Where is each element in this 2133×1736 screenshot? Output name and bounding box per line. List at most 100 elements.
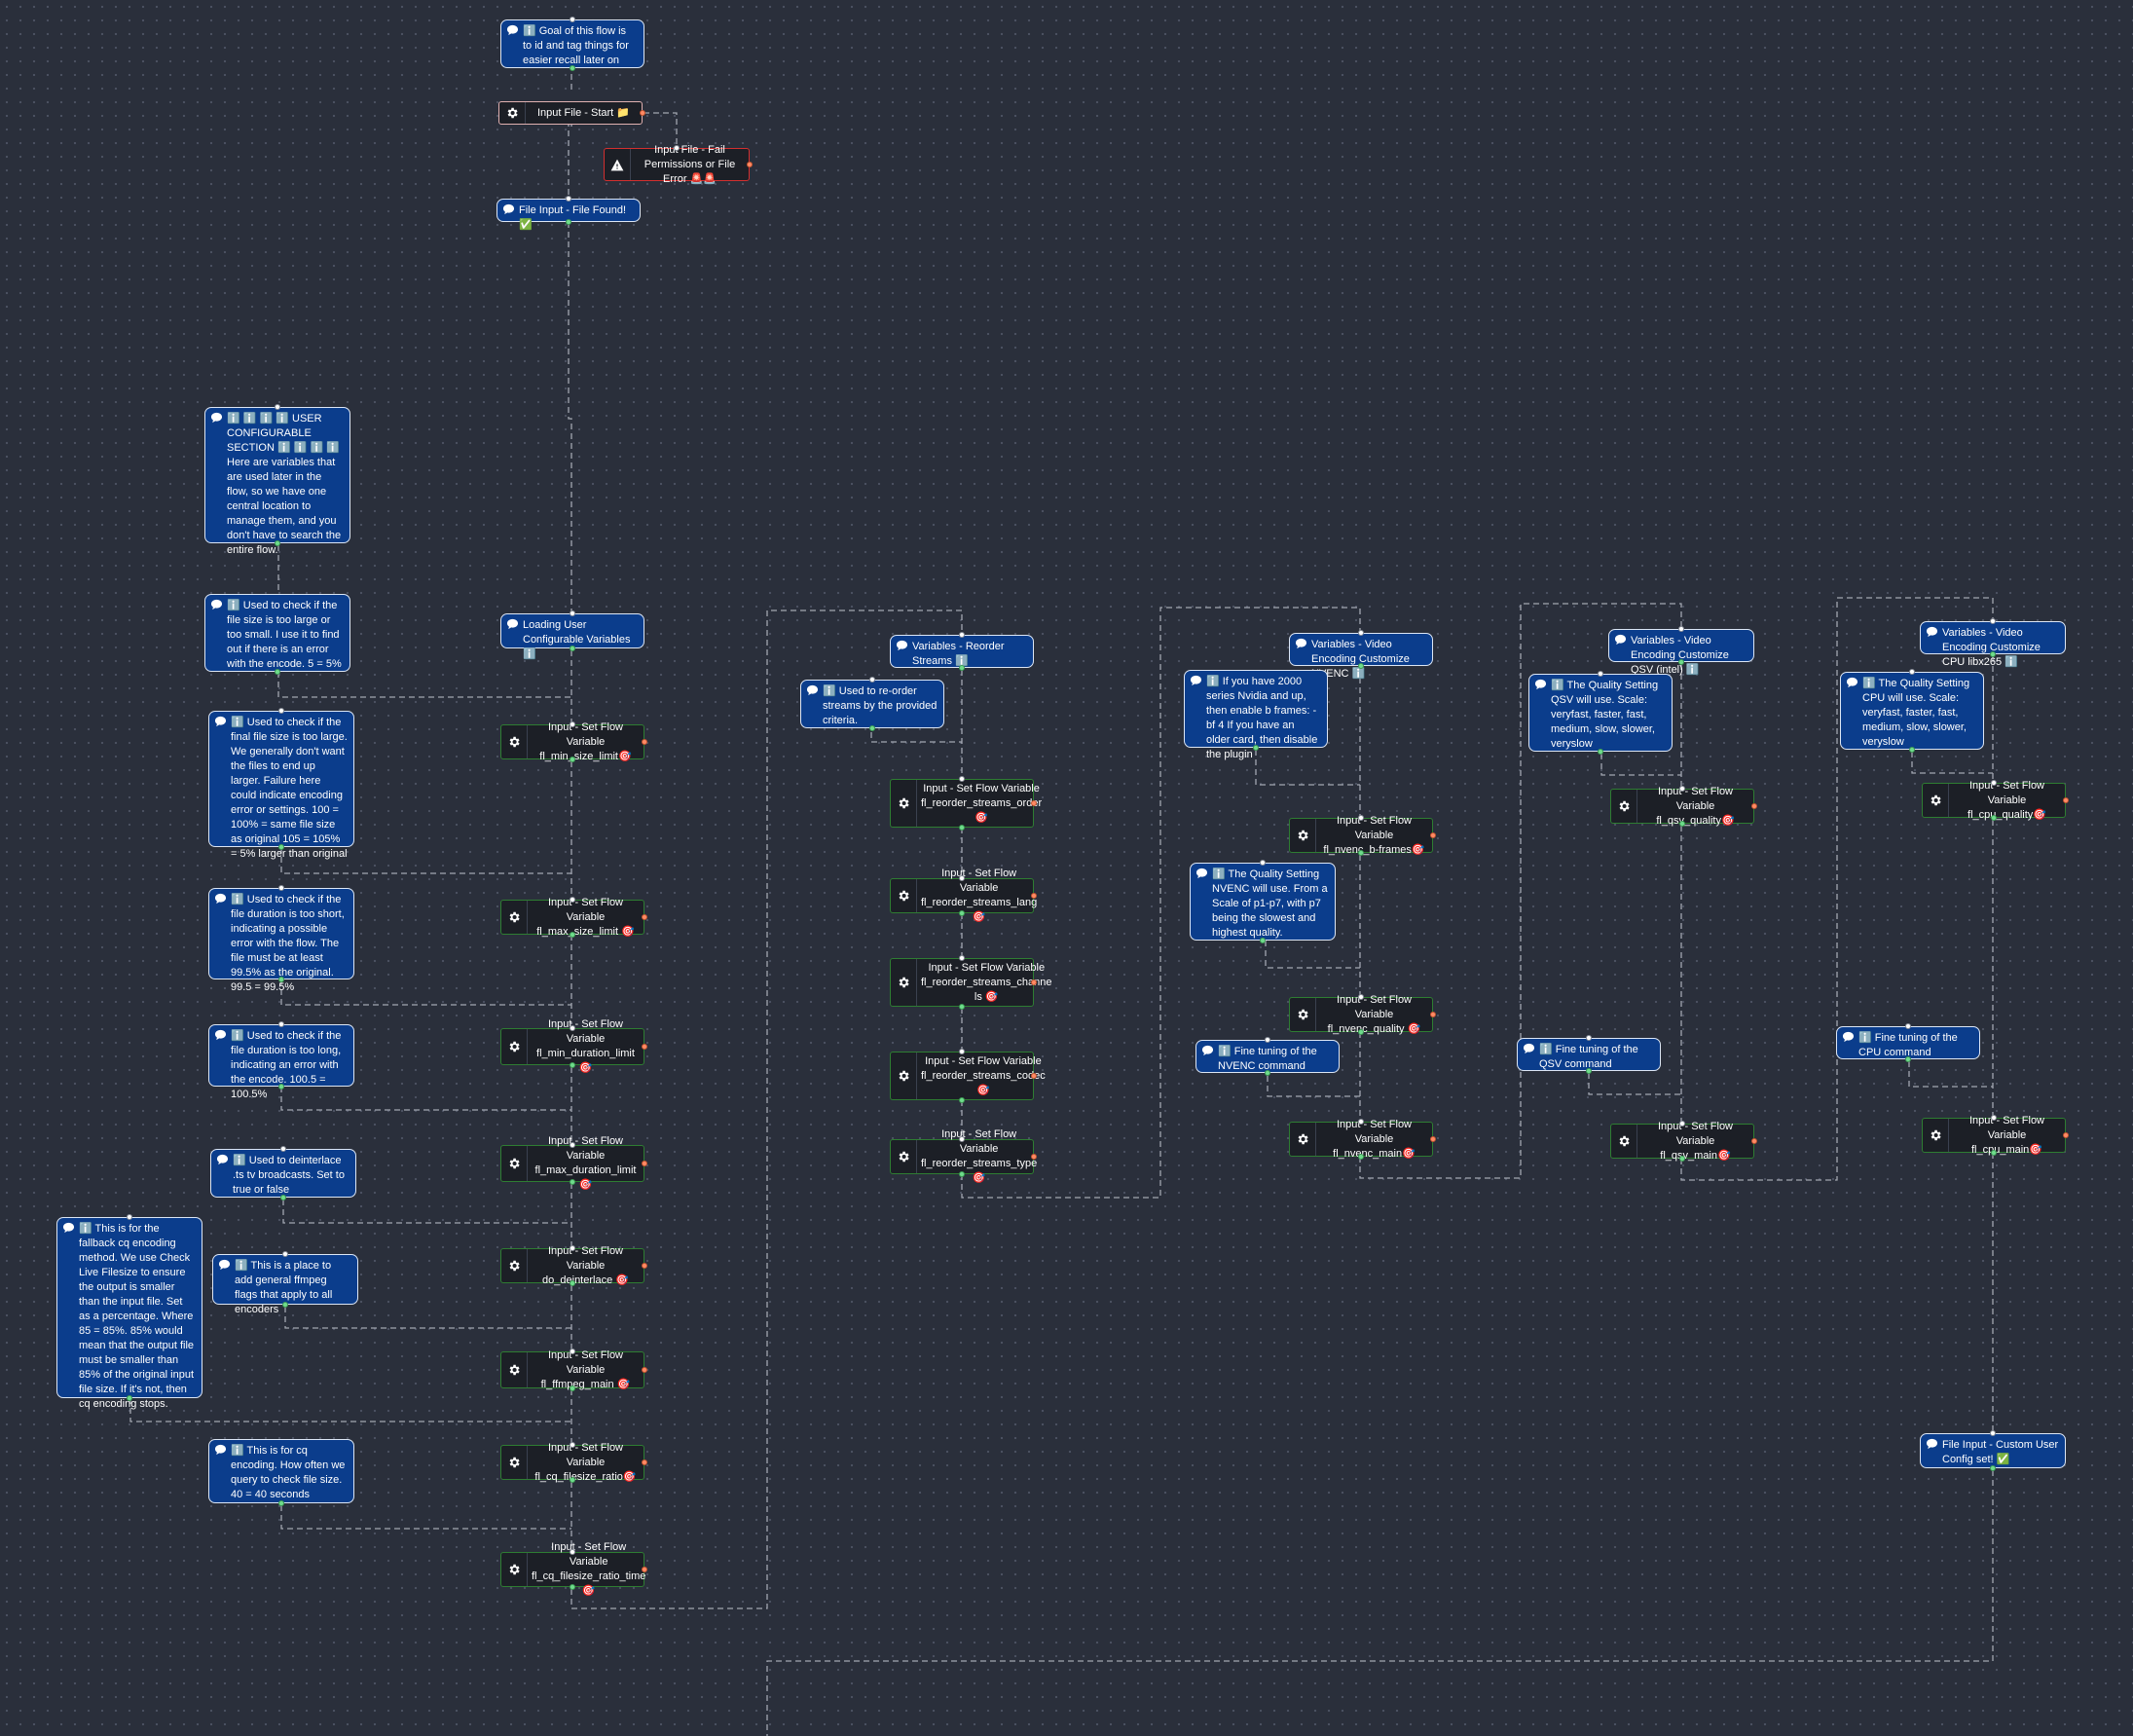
error-port[interactable] — [642, 1367, 647, 1373]
node-set-reorder-codec[interactable]: Input - Set Flow Variable fl_reorder_str… — [890, 1049, 1046, 1103]
output-port[interactable] — [1358, 1029, 1364, 1035]
output-port[interactable] — [959, 665, 965, 671]
output-port[interactable] — [282, 1302, 288, 1308]
input-port[interactable] — [1905, 1023, 1911, 1029]
output-port[interactable] — [1598, 749, 1603, 755]
output-port[interactable] — [570, 646, 575, 651]
output-port[interactable] — [1586, 1068, 1592, 1074]
output-port[interactable] — [1358, 850, 1364, 856]
node-set-deinterlace[interactable]: Input - Set Flow Variable do_deinterlace… — [500, 1245, 647, 1286]
comment-min-size[interactable]: ℹ️ Used to check if the file size is too… — [204, 594, 350, 675]
output-port[interactable] — [570, 757, 575, 762]
output-port[interactable] — [570, 1280, 575, 1286]
comment-qsv-header[interactable]: Variables - Video Encoding Customize QSV… — [1608, 626, 1754, 676]
input-port[interactable] — [959, 1136, 965, 1142]
input-port[interactable] — [1598, 671, 1603, 677]
node-set-qsv-main[interactable]: Input - Set Flow Variable fl_qsv_main🎯 — [1610, 1121, 1757, 1162]
output-port[interactable] — [869, 725, 875, 731]
error-port[interactable] — [1031, 979, 1037, 985]
output-port[interactable] — [959, 1171, 965, 1177]
comment-reorder-header[interactable]: Variables - Reorder Streams ℹ️ — [890, 632, 1034, 671]
node-set-max-duration[interactable]: Input - Set Flow Variable fl_max_duratio… — [500, 1135, 647, 1191]
comment-ffmpeg[interactable]: ℹ️ This is a place to add general ffmpeg… — [212, 1251, 358, 1315]
output-port[interactable] — [278, 844, 284, 850]
error-port[interactable] — [642, 1567, 647, 1572]
node-set-cq-ratio[interactable]: Input - Set Flow Variable fl_cq_filesize… — [500, 1442, 647, 1483]
output-port[interactable] — [278, 977, 284, 982]
error-port[interactable] — [1031, 893, 1037, 899]
output-port[interactable] — [280, 1195, 286, 1200]
input-port[interactable] — [570, 17, 575, 22]
comment-reorder[interactable]: ℹ️ Used to re-order streams by the provi… — [800, 677, 944, 731]
node-fail-permissions[interactable]: Input File - Fail Permissions or File Er… — [604, 144, 753, 185]
input-port[interactable] — [959, 875, 965, 881]
comment-qsv-quality[interactable]: ℹ️ The Quality Setting QSV will use. Sca… — [1528, 671, 1673, 755]
node-set-reorder-lang[interactable]: Input - Set Flow Variable fl_reorder_str… — [890, 868, 1037, 923]
input-port[interactable] — [570, 721, 575, 727]
node-set-cpu-main[interactable]: Input - Set Flow Variable fl_cpu_main🎯 — [1922, 1115, 2069, 1156]
input-port[interactable] — [278, 885, 284, 891]
output-port[interactable] — [1358, 663, 1364, 669]
comment-file-found[interactable]: File Input - File Found! ✅ — [496, 196, 641, 231]
output-port[interactable] — [959, 910, 965, 916]
output-port[interactable] — [959, 1097, 965, 1103]
comment-deinterlace[interactable]: ℹ️ Used to deinterlace .ts tv broadcasts… — [210, 1146, 356, 1200]
output-port[interactable] — [570, 1385, 575, 1391]
error-port[interactable] — [1430, 832, 1436, 838]
input-port[interactable] — [1358, 630, 1364, 636]
comment-cpu-fine[interactable]: ℹ️ Fine tuning of the CPU command — [1836, 1023, 1980, 1062]
output-port[interactable] — [1679, 1156, 1685, 1162]
output-port[interactable] — [570, 932, 575, 938]
output-port[interactable] — [1991, 1150, 1997, 1156]
input-port[interactable] — [674, 145, 680, 151]
input-port[interactable] — [570, 1025, 575, 1031]
output-port[interactable] — [959, 825, 965, 831]
comment-max-size[interactable]: ℹ️ Used to check if the final file size … — [208, 708, 354, 860]
error-port[interactable] — [2063, 797, 2069, 803]
error-port[interactable] — [640, 110, 645, 116]
error-port[interactable] — [1031, 1073, 1037, 1079]
comment-cpu-quality[interactable]: ℹ️ The Quality Setting CPU will use. Sca… — [1840, 669, 1984, 753]
input-port[interactable] — [1909, 669, 1915, 675]
comment-cq-time[interactable]: ℹ️ This is for cq encoding. How often we… — [208, 1439, 354, 1506]
output-port[interactable] — [1909, 747, 1915, 753]
input-port[interactable] — [869, 677, 875, 683]
input-port[interactable] — [570, 1549, 575, 1555]
node-set-reorder-order[interactable]: Input - Set Flow Variable fl_reorder_str… — [890, 776, 1042, 831]
input-port[interactable] — [282, 1251, 288, 1257]
error-port[interactable] — [642, 739, 647, 745]
error-port[interactable] — [747, 162, 753, 167]
input-port[interactable] — [278, 708, 284, 714]
comment-max-duration[interactable]: ℹ️ Used to check if the file duration is… — [208, 1021, 354, 1100]
error-port[interactable] — [1031, 800, 1037, 806]
node-set-max-size[interactable]: Input - Set Flow Variable fl_max_size_li… — [500, 897, 647, 938]
node-set-qsv-quality[interactable]: Input - Set Flow Variable fl_qsv_quality… — [1610, 786, 1757, 827]
error-port[interactable] — [642, 1459, 647, 1465]
node-set-min-size[interactable]: Input - Set Flow Variable fl_min_size_li… — [500, 721, 647, 762]
input-port[interactable] — [275, 404, 280, 410]
node-input-start[interactable]: Input File - Start 📁 — [498, 101, 645, 125]
input-port[interactable] — [1678, 626, 1684, 632]
output-port[interactable] — [570, 1179, 575, 1185]
input-port[interactable] — [1586, 1035, 1592, 1041]
input-port[interactable] — [570, 1245, 575, 1251]
comment-qsv-fine[interactable]: ℹ️ Fine tuning of the QSV command — [1517, 1035, 1661, 1074]
input-port[interactable] — [570, 1348, 575, 1354]
input-port[interactable] — [1358, 1119, 1364, 1125]
input-port[interactable] — [566, 196, 571, 202]
input-port[interactable] — [127, 1214, 132, 1220]
output-port[interactable] — [570, 65, 575, 71]
output-port[interactable] — [1991, 815, 1997, 821]
input-port[interactable] — [1991, 780, 1997, 786]
input-port[interactable] — [278, 1021, 284, 1027]
comment-fallback[interactable]: ℹ️ This is for the fallback cq encoding … — [56, 1214, 202, 1410]
comment-nvenc-fine[interactable]: ℹ️ Fine tuning of the NVENC command — [1195, 1037, 1340, 1076]
input-port[interactable] — [959, 776, 965, 782]
output-port[interactable] — [275, 669, 280, 675]
output-port[interactable] — [1265, 1070, 1270, 1076]
error-port[interactable] — [1430, 1136, 1436, 1142]
input-port[interactable] — [1679, 1121, 1685, 1127]
output-port[interactable] — [1990, 651, 1996, 657]
output-port[interactable] — [570, 1477, 575, 1483]
node-set-nvenc-bframes[interactable]: Input - Set Flow Variable fl_nvenc_b-fra… — [1289, 815, 1436, 856]
